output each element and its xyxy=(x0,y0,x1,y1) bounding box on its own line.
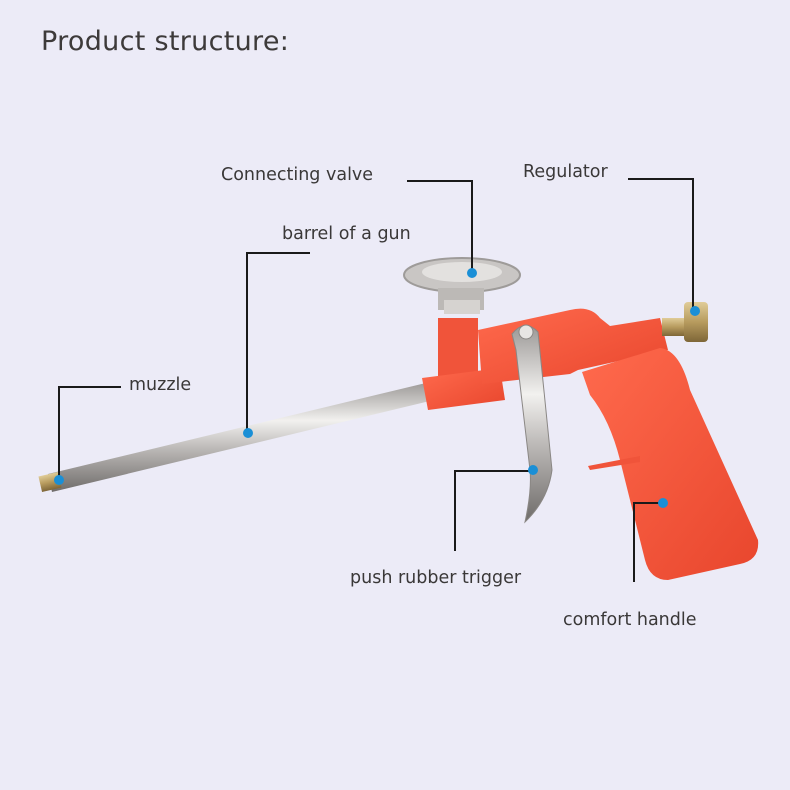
leader-lines xyxy=(58,178,694,582)
leader-barrel xyxy=(246,252,310,433)
regulator xyxy=(662,302,708,342)
label-regulator: Regulator xyxy=(523,162,608,182)
connecting-valve xyxy=(403,257,521,314)
handle-grip xyxy=(582,348,759,580)
leader-trigger xyxy=(454,470,533,551)
label-trigger: push rubber trigger xyxy=(350,568,522,588)
gun-body xyxy=(422,308,759,580)
marker-regulator xyxy=(690,306,700,316)
marker-barrel xyxy=(243,428,253,438)
marker-trigger xyxy=(528,465,538,475)
label-barrel: barrel of a gun xyxy=(282,224,411,244)
marker-muzzle xyxy=(54,475,64,485)
leader-regulator xyxy=(628,178,694,311)
leader-handle xyxy=(633,502,663,582)
page-title: Product structure: xyxy=(41,26,290,57)
barrel xyxy=(38,382,434,493)
label-muzzle: muzzle xyxy=(129,375,192,395)
leader-connecting-valve xyxy=(407,180,473,272)
label-handle: comfort handle xyxy=(563,610,697,630)
trigger xyxy=(511,324,553,524)
marker-handle xyxy=(658,498,668,508)
leader-muzzle xyxy=(58,386,121,480)
marker-dots xyxy=(54,268,700,508)
label-connecting-valve: Connecting valve xyxy=(221,165,374,185)
marker-connecting-valve xyxy=(467,268,477,278)
